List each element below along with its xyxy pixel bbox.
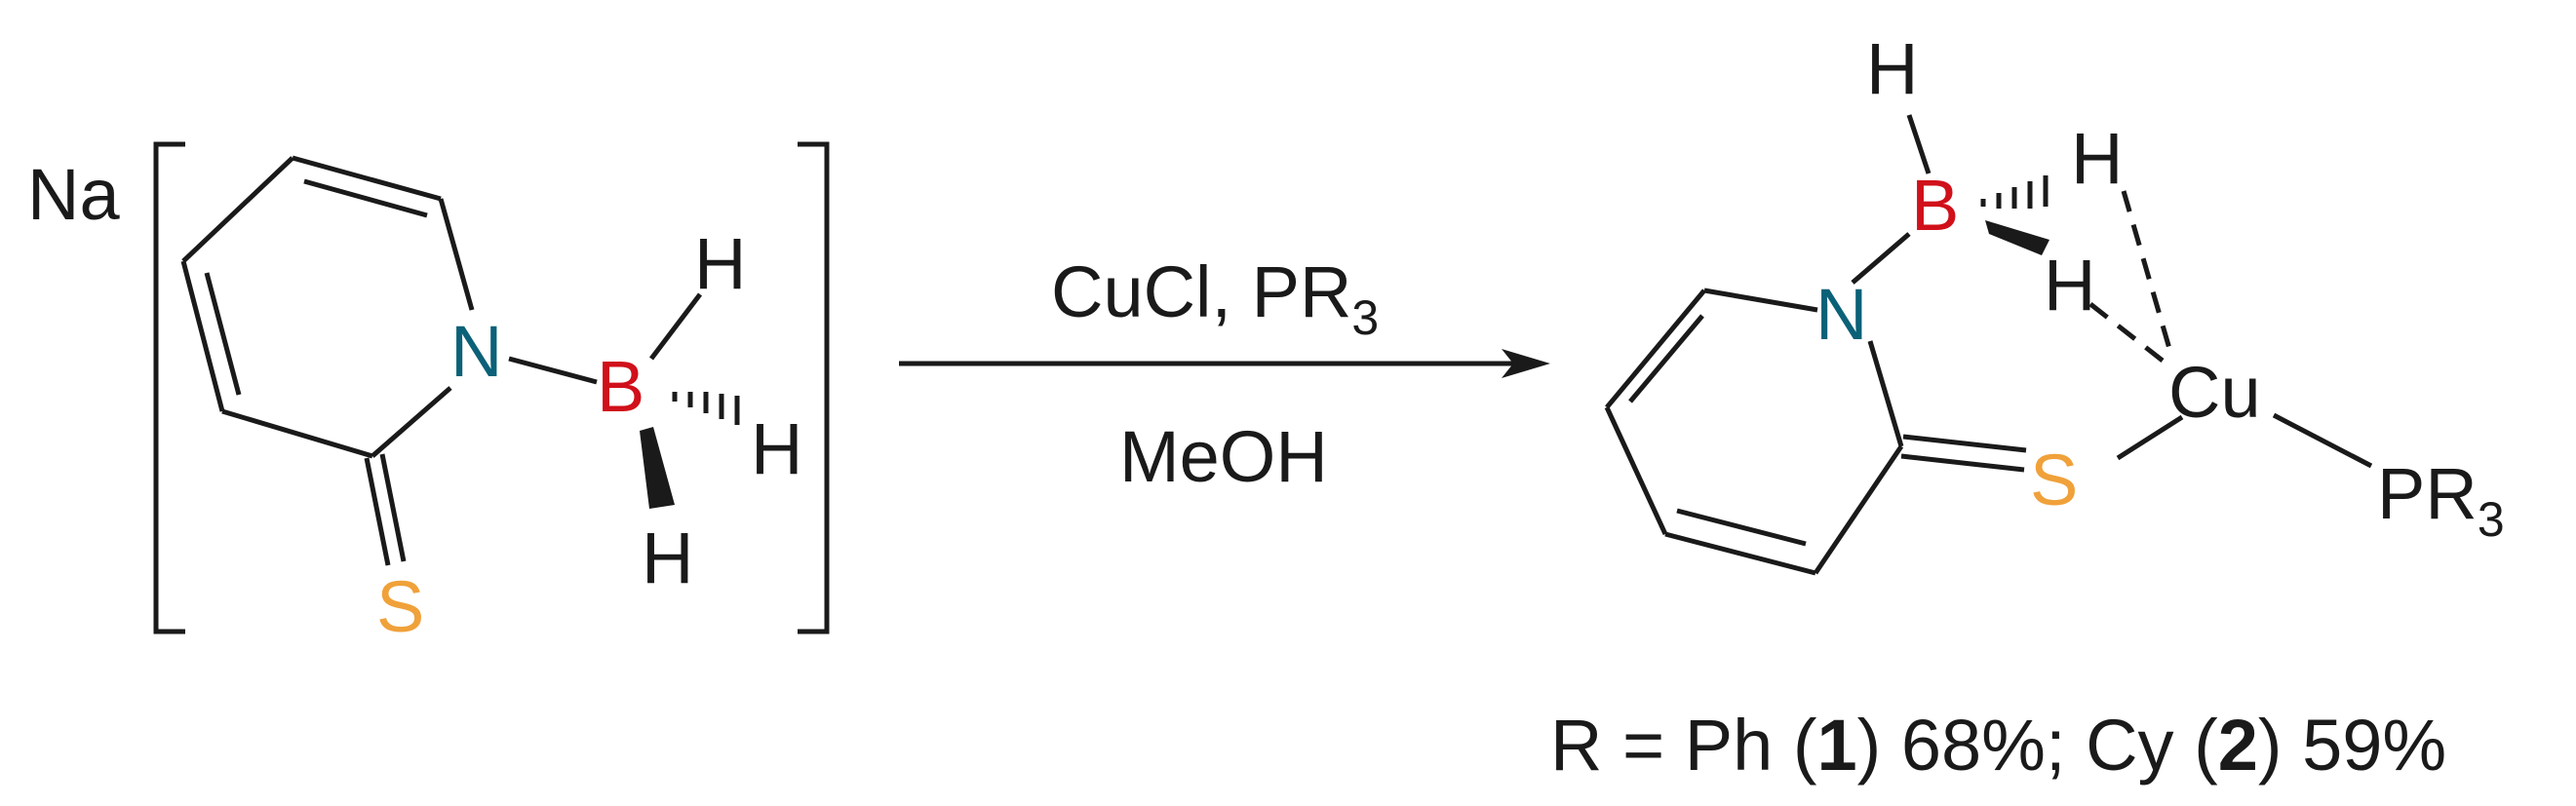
sulfur-atom: S xyxy=(2030,440,2078,520)
thione-bond xyxy=(1900,453,2025,473)
thione-bond xyxy=(1902,434,2027,453)
n-b-bond xyxy=(1851,232,1911,285)
thione-bond xyxy=(379,453,407,562)
boron-atom: B xyxy=(1911,165,1959,246)
b-h-bond xyxy=(1906,114,1932,174)
ring-bond xyxy=(292,155,442,202)
ring-bond-inner xyxy=(1676,508,1807,547)
hydrogen-atom-right: H xyxy=(751,408,802,489)
reagents-label: CuCl, PR3 xyxy=(1051,251,1379,345)
ring-bond-inner xyxy=(1628,314,1704,403)
hashed-wedge-bond xyxy=(1980,175,2049,209)
cu-p-bond xyxy=(2272,412,2373,469)
sodium-counterion: Na xyxy=(27,154,120,235)
thione-bond xyxy=(364,457,391,566)
ring-bond xyxy=(221,408,373,459)
hydrogen-atom-bridge: H xyxy=(2044,245,2095,326)
phosphine-ligand: PR3 xyxy=(2377,453,2505,547)
hydrogen-atom-top: H xyxy=(694,223,746,304)
hydrogen-atom-right: H xyxy=(2071,118,2123,199)
boron-atom: B xyxy=(597,346,644,427)
left-bracket xyxy=(153,141,185,634)
reactant-molecule: Na N B S H H xyxy=(27,141,830,647)
hydrogen-atom-top: H xyxy=(1866,28,1918,109)
ring-bond xyxy=(1867,340,1904,447)
hydrogen-atom-bottom: H xyxy=(642,518,693,598)
ring-bond-inner xyxy=(303,178,428,218)
solid-wedge-bond xyxy=(1985,220,2049,255)
copper-atom: Cu xyxy=(2168,352,2261,433)
ring-bond xyxy=(1703,288,1818,313)
ring-bond xyxy=(1604,405,1668,536)
agostic-bond xyxy=(2121,190,2175,360)
product-molecule: N B S Cu H H H PR3 xyxy=(1604,28,2505,576)
arrow-head xyxy=(1502,349,1550,378)
reaction-arrow: CuCl, PR3 MeOH xyxy=(899,251,1550,497)
sulfur-atom: S xyxy=(376,566,424,647)
solvent-label: MeOH xyxy=(1119,416,1328,497)
s-cu-bond xyxy=(2116,414,2184,461)
b-h-bond xyxy=(649,292,702,361)
ring-bond-inner xyxy=(204,272,242,396)
solid-wedge-bond xyxy=(640,427,675,509)
ring-bond xyxy=(180,260,225,412)
hashed-wedge-bond xyxy=(672,392,740,425)
ring-bond xyxy=(1605,288,1706,409)
agostic-bond xyxy=(2088,302,2165,363)
ring-bond xyxy=(1813,444,1904,575)
ring-bond xyxy=(181,156,294,263)
n-b-bond xyxy=(508,356,598,385)
ring-bond xyxy=(371,386,452,458)
yields-caption: R = Ph (1) 68%; Cy (2) 59% xyxy=(1550,705,2446,786)
nitrogen-atom: N xyxy=(1815,274,1867,355)
right-bracket xyxy=(798,141,830,634)
ring-bond xyxy=(438,198,475,311)
ring-bond xyxy=(1664,531,1816,576)
nitrogen-atom: N xyxy=(450,311,502,392)
